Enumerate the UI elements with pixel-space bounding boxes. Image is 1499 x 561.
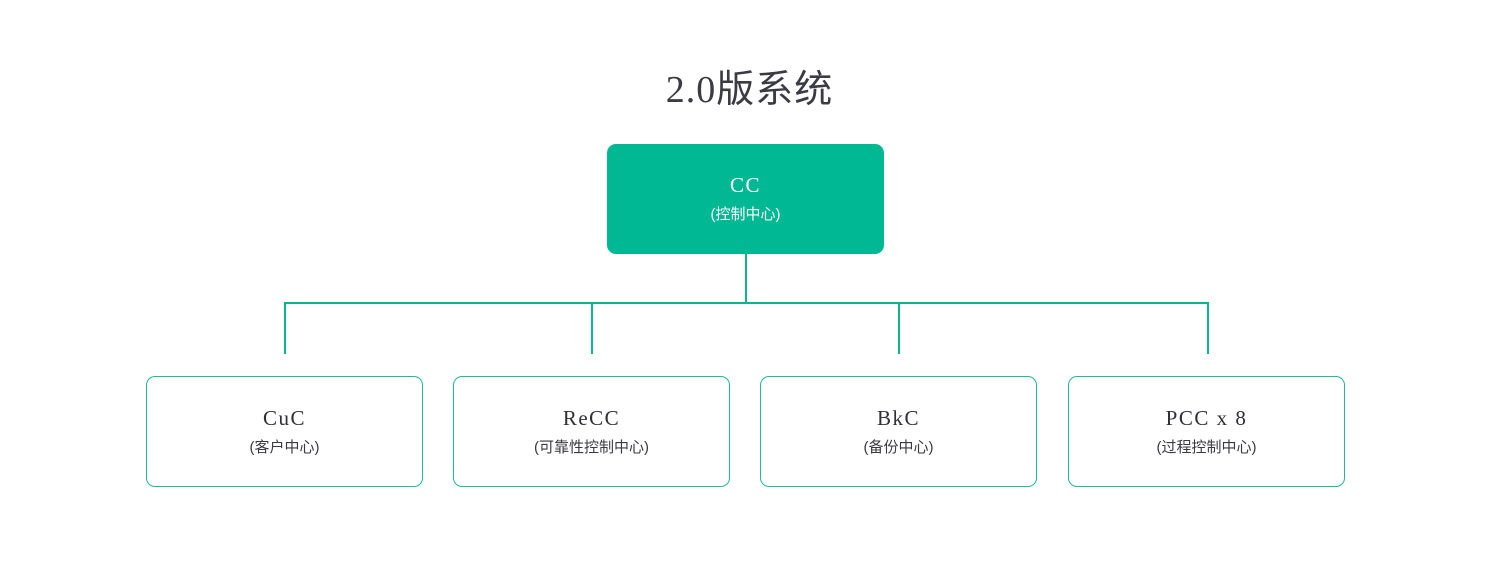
node-cc-title: CC: [729, 173, 761, 197]
node-pcc-subtitle: (过程控制中心): [1156, 438, 1257, 456]
node-cuc[interactable]: CuC (客户中心): [146, 376, 423, 487]
node-bkc[interactable]: BkC (备份中心): [760, 376, 1037, 487]
node-bkc-subtitle: (备份中心): [863, 438, 934, 456]
node-recc[interactable]: ReCC (可靠性控制中心): [453, 376, 730, 487]
node-bkc-title: BkC: [876, 405, 920, 430]
connector-root-stem: [745, 254, 747, 303]
node-recc-title: ReCC: [562, 405, 621, 430]
connector-drop-cuc: [284, 303, 286, 354]
connector-drop-recc: [591, 303, 593, 354]
connector-drop-bkc: [898, 303, 900, 354]
node-cuc-title: CuC: [262, 405, 306, 430]
node-recc-subtitle: (可靠性控制中心): [534, 438, 649, 456]
connector-horizontal-bus: [284, 302, 1209, 304]
connector-drop-pcc: [1207, 303, 1209, 354]
node-cc[interactable]: CC (控制中心): [607, 144, 884, 254]
node-pcc[interactable]: PCC x 8 (过程控制中心): [1068, 376, 1345, 487]
node-cuc-subtitle: (客户中心): [249, 438, 320, 456]
page-title: 2.0版系统: [665, 69, 834, 111]
node-cc-subtitle: (控制中心): [710, 206, 781, 223]
node-pcc-title: PCC x 8: [1165, 405, 1248, 430]
